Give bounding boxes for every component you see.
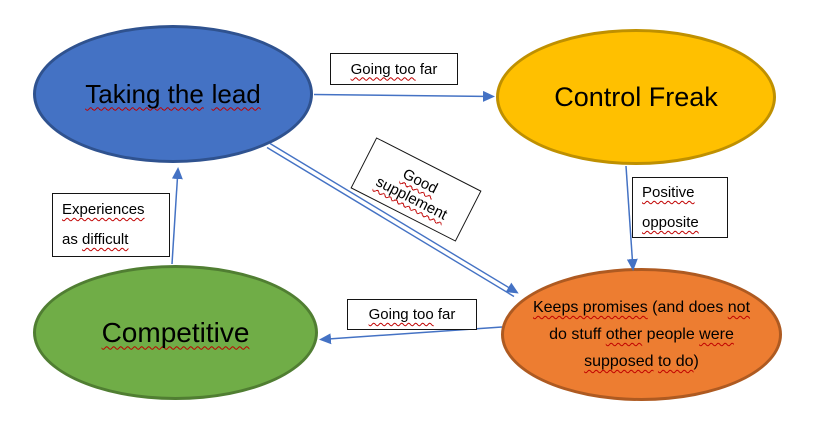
arrow-taking-lead-to-control-freak[interactable] [313,90,495,102]
label-experiences-as-difficult[interactable]: Experiences as difficult [52,193,170,257]
node-label-control-freak: Control Freak [554,81,718,112]
node-keeps-promises[interactable]: Keeps promises (and does not do stuff ot… [501,268,782,401]
label-going-too-far-bottom-text: Going too far [368,306,456,323]
arrow-taking-lead-to-keeps-promises[interactable] [269,142,519,294]
keeps-promises-line-3: supposed to do) [584,353,699,370]
label-positive-opposite[interactable]: Positive opposite [632,177,728,238]
label-going-too-far-top-text: Going too far [350,60,438,78]
positive-opposite-line-2: opposite [642,214,699,231]
node-label-competitive: Competitive [101,316,250,348]
keeps-promises-line-1: Keeps promises (and does not [532,299,751,316]
label-going-too-far-top[interactable]: Going too far [330,53,458,85]
label-going-too-far-bottom[interactable]: Going too far [347,299,477,330]
node-competitive[interactable]: Competitive [33,265,318,400]
experiences-line-2: as difficult [62,231,129,248]
node-label-keeps-promises: Keeps promises (and does not do stuff ot… [519,294,764,375]
positive-opposite-line-1: Positive [642,184,695,201]
arrow-control-freak-to-keeps-promises[interactable] [625,165,638,271]
keeps-promises-line-2: do stuff other people were [549,326,734,343]
experiences-line-1: Experiences [62,201,145,218]
node-control-freak[interactable]: Control Freak [496,29,776,165]
arrow-competitive-to-taking-lead[interactable] [171,167,183,265]
arrow-taking-lead-to-keeps-promises-second-line[interactable] [266,146,515,298]
